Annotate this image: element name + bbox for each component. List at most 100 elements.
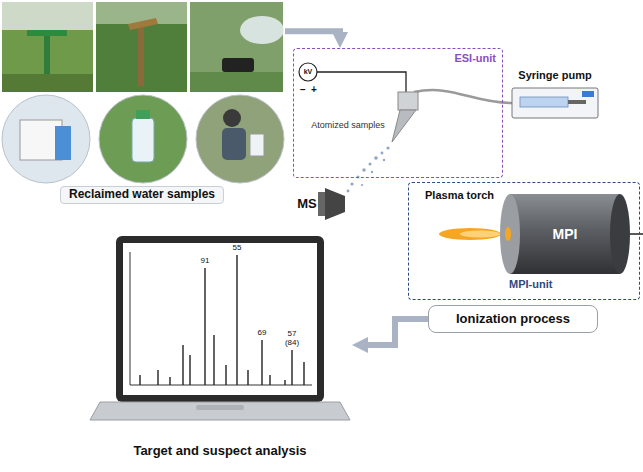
field-photo [190,2,284,92]
person-head [223,109,241,127]
spray-label: Atomized samples [311,121,385,131]
photo-ground [190,2,283,92]
device-label: MPI [553,226,578,242]
spectrum-peak [182,345,183,385]
photo-frame [99,95,187,183]
mpi-cylinder: MPI [500,194,630,274]
sprinkler-pipe [138,24,144,86]
mpi-unit-box: MPI-unit Plasma torchMPI [408,182,640,300]
spectrum-peak [225,365,226,385]
spectrum-peak [291,350,292,385]
spectrum-peak [204,268,205,385]
peak-label: 55 [233,244,242,253]
pump-display [582,91,594,97]
droplet [369,163,372,166]
droplet [374,156,378,160]
photo-sky [2,2,93,30]
spectrum-peak [284,380,285,385]
sample-bottle [132,118,154,162]
spectrum-peak [189,355,190,385]
spectrum-peak [247,370,248,385]
photo-sky [96,2,187,24]
spectrum-peak [269,375,270,385]
ms-inlet-plate [318,192,325,216]
cylinder-face [500,194,520,274]
high-voltage-wire [317,72,406,92]
spectrum-peak [169,377,170,385]
plasma-flame [439,228,501,240]
photo-ground [2,2,93,92]
bottle-cap [136,110,150,119]
device-label: Syringe pump [518,69,591,81]
sample-tube [414,90,512,103]
photo-frame [2,95,90,183]
droplet [362,168,365,171]
sample-bottle [250,134,264,156]
droplet [386,146,389,149]
photo-crop [2,74,93,92]
power-cable [628,233,643,235]
voltage-source [299,63,317,81]
spray-droplets [347,146,390,192]
laptop-illustration [90,236,350,420]
spectrum-peak [157,370,158,385]
field-photo [96,2,187,92]
peak-label: 57 [288,330,297,339]
spectrum-peaks [140,255,304,385]
emitter-body [398,92,418,110]
spectrum-peak [139,375,140,385]
peak-label: 69 [258,329,267,338]
bottle-photo [99,95,187,183]
spectrum-peak [303,362,304,385]
polarity-sign: − [300,84,306,95]
photo-frame [196,95,284,183]
emitter-nozzle [392,110,416,142]
droplet [357,176,360,179]
device-label: MS [297,197,317,211]
water-spray [240,16,284,44]
syringe-plunger [568,100,586,104]
laptop-screen [123,243,317,395]
spectrum-peak [261,340,262,385]
sprinkler-arm [27,30,67,36]
cylinder-end [610,194,630,274]
laptop-screen-frame [116,236,324,402]
flow-arrow [285,31,340,40]
flow-arrow [360,319,428,345]
esi-unit-box: ESI-unit [293,48,503,178]
cooler-photo [2,95,90,183]
spectrum-axis [130,252,131,385]
syringe-barrel [520,97,568,107]
plasma-core [460,231,500,238]
cylinder-body [510,194,620,274]
photo-ground [96,2,187,92]
laptop-panel: Target and suspect analysis [88,232,352,467]
droplet [350,182,353,185]
sprinkler-body [222,58,254,72]
esi-apparatus [299,63,598,142]
sample-bottle [55,126,71,160]
field-photo [2,2,93,92]
unit-label: ESI-unit [454,52,496,65]
process-box: Ionization process [428,305,598,333]
sprinkler-stem [44,34,50,74]
laptop-touchpad [196,405,244,410]
photo-crop [190,72,283,92]
spectrum-peak [236,255,237,385]
component-label: Plasma torch [425,189,494,202]
panel-caption: Reclaimed water samples [60,186,224,204]
sample-photo-panel: Reclaimed water samples [0,0,285,208]
process-label: Ionization process [456,312,570,327]
syringe-pump [512,88,598,118]
panel-caption: Target and suspect analysis [133,444,306,459]
droplet [381,152,384,155]
droplet [383,159,385,161]
spectrum-peak [213,335,214,385]
peak-label: (84) [285,339,299,348]
peak-label: 91 [201,257,210,266]
droplet [347,190,350,193]
droplet [361,184,363,186]
unit-label: MPI-unit [509,278,552,291]
ms-inlet-cone [325,188,345,220]
